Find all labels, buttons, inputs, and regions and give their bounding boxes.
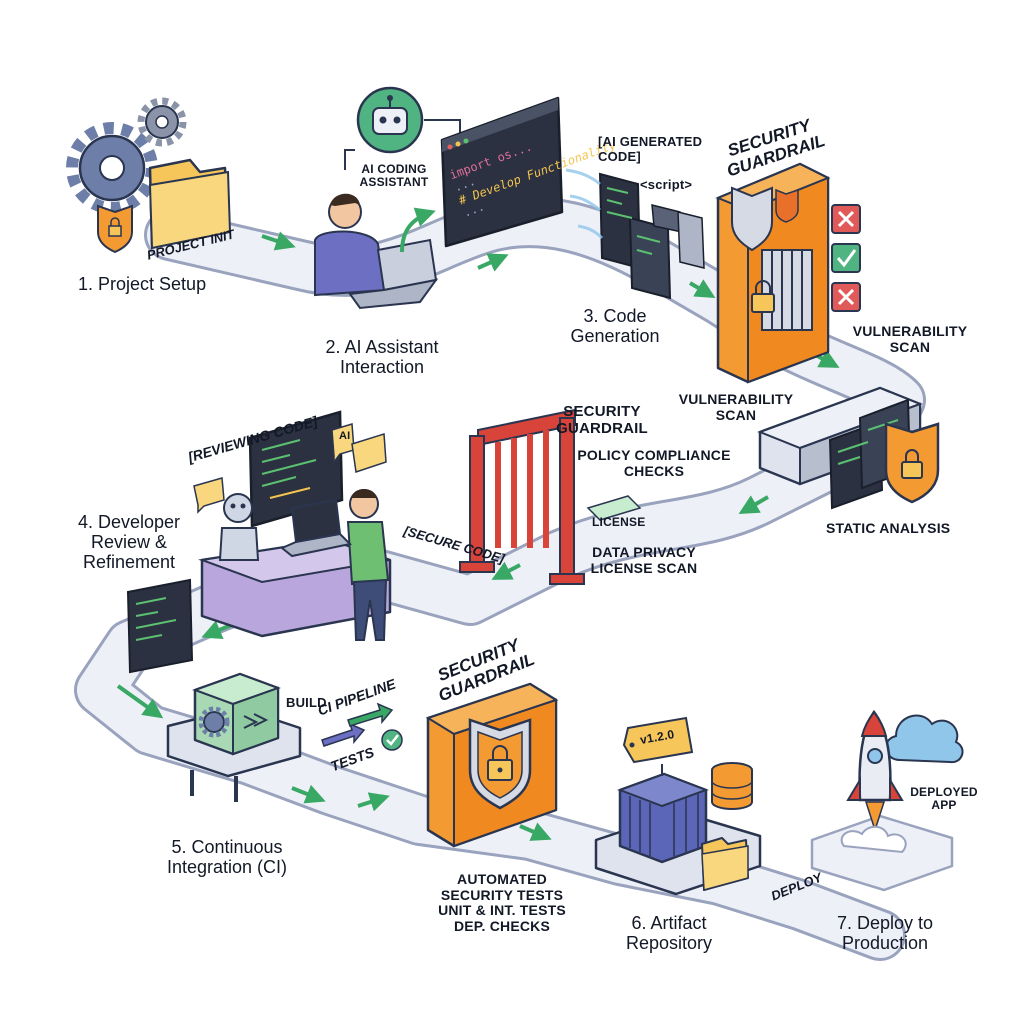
robot-icon xyxy=(356,86,424,154)
license-label: LICENSE xyxy=(592,515,646,529)
step-4-label: 4. Developer Review & Refinement xyxy=(66,512,192,572)
vuln-scan-right-line-1: VULNERABILITY xyxy=(852,323,968,339)
rocket-icon xyxy=(840,709,907,854)
deployed-line-2: APP xyxy=(931,798,957,813)
vuln-scan-mid-line-1: VULNERABILITY xyxy=(678,391,794,407)
build-label: BUILD xyxy=(286,695,327,710)
step-2-label: 2. AI Assistant Interaction xyxy=(312,337,452,377)
padlock-icon xyxy=(751,280,775,313)
step-6-line-2: Repository xyxy=(625,933,713,954)
auto-line-3: UNIT & INT. TESTS xyxy=(438,902,566,919)
ai-badge-label: AI xyxy=(339,430,351,442)
cube-gear-icon xyxy=(192,672,281,756)
automated-tests-label: AUTOMATED SECURITY TESTS UNIT & INT. TES… xyxy=(432,871,572,935)
data-privacy-line-2: LICENSE SCAN xyxy=(590,559,698,576)
ai-coding-assistant-label: AI CODING ASSISTANT xyxy=(352,162,436,190)
check-panel xyxy=(831,204,861,312)
step-4-line-1: 4. Developer xyxy=(77,512,181,532)
review-monitor xyxy=(248,410,344,528)
data-privacy-line-1: DATA PRIVACY xyxy=(592,544,696,560)
gate-icon xyxy=(459,408,585,585)
security-guardrail-block xyxy=(425,682,559,848)
ai-coding-line-2: ASSISTANT xyxy=(359,175,429,190)
step-3-line-1: 3. Code xyxy=(583,306,647,326)
database-icon xyxy=(711,762,753,810)
step-1-label: 1. Project Setup xyxy=(78,274,207,294)
step-7-line-2: Production xyxy=(841,933,929,954)
step-6-line-1: 6. Artifact xyxy=(631,913,707,933)
ai-coding-line-1: AI CODING xyxy=(361,162,427,176)
guardrail-2-line-1: SECURITY xyxy=(563,403,641,420)
policy-compliance-label: POLICY COMPLIANCE CHECKS xyxy=(574,447,734,479)
version-tag xyxy=(622,716,694,764)
project-setup-group xyxy=(66,97,232,254)
auto-line-2: SECURITY TESTS xyxy=(440,886,564,903)
cloud-icon xyxy=(885,714,964,764)
vuln-scan-mid-line-2: SCAN xyxy=(715,406,757,423)
ai-generated-line-1: [AI GENERATED xyxy=(598,134,703,149)
step-5-line-1: 5. Continuous xyxy=(171,837,283,857)
ai-generated-line-2: CODE] xyxy=(598,148,641,164)
policy-line-1: POLICY COMPLIANCE xyxy=(577,447,731,463)
step-3-line-2: Generation xyxy=(570,326,660,347)
shield-icon xyxy=(731,186,773,252)
folder-icon xyxy=(701,837,749,891)
deployed-line-1: DEPLOYED xyxy=(910,785,978,799)
developer-figure xyxy=(314,193,387,297)
laptop-icon xyxy=(348,238,439,310)
check-mark-icon xyxy=(831,243,861,273)
vuln-scan-mid-label: VULNERABILITY SCAN xyxy=(676,391,796,423)
step-7-line-1: 7. Deploy to xyxy=(836,913,934,933)
step-3-label: 3. Code Generation xyxy=(560,306,670,346)
policy-line-2: CHECKS xyxy=(623,462,685,479)
step-7-label: 7. Deploy to Production xyxy=(820,913,950,953)
deployed-app-label: DEPLOYED APP xyxy=(906,785,982,813)
folder-icon xyxy=(148,158,232,250)
step-2-line-1: 2. AI Assistant xyxy=(325,337,439,357)
script-tag-label: <script> xyxy=(640,177,693,192)
x-mark-icon xyxy=(831,282,861,312)
vuln-scan-right-line-2: SCAN xyxy=(889,338,931,355)
license-card xyxy=(586,495,642,521)
robot-icon xyxy=(218,493,260,561)
data-privacy-label: DATA PRIVACY LICENSE SCAN xyxy=(588,544,700,576)
security-guardrail-tower xyxy=(715,162,831,384)
step-2-line-2: Interaction xyxy=(339,357,425,378)
code-window xyxy=(126,578,194,674)
generated-code-fragments xyxy=(565,168,705,300)
shield-lock-icon xyxy=(468,718,532,810)
ci-arrows xyxy=(321,702,403,751)
step-5-label: 5. Continuous Integration (CI) xyxy=(152,837,302,877)
speech-bubble xyxy=(193,423,387,514)
guardrail-2-label: SECURITY GUARDRAIL xyxy=(552,403,652,438)
step-5-line-2: Integration (CI) xyxy=(166,857,288,878)
auto-line-1: AUTOMATED xyxy=(457,871,547,887)
scanner-machine xyxy=(757,386,940,510)
static-analysis-label: STATIC ANALYSIS xyxy=(826,520,951,536)
ai-generated-code-label: [AI GENERATED CODE] xyxy=(598,134,703,164)
shield-lock-icon xyxy=(884,422,940,504)
reviewer-figure xyxy=(346,489,390,641)
code-window xyxy=(440,96,564,248)
step-4-line-3: Refinement xyxy=(82,552,176,573)
auto-line-4: DEP. CHECKS xyxy=(453,918,551,935)
laptop-icon xyxy=(280,498,353,558)
shield-lock-icon xyxy=(97,204,133,254)
step-6-label: 6. Artifact Repository xyxy=(614,913,724,953)
x-mark-icon xyxy=(831,204,861,234)
guardrail-2-line-2: GUARDRAIL xyxy=(556,419,648,437)
step-4-line-2: Review & xyxy=(90,532,168,553)
container-icon xyxy=(617,764,709,864)
deploy-platform xyxy=(810,814,954,892)
vuln-scan-right-label: VULNERABILITY SCAN xyxy=(850,323,970,355)
ai-assistant-group xyxy=(314,86,564,310)
